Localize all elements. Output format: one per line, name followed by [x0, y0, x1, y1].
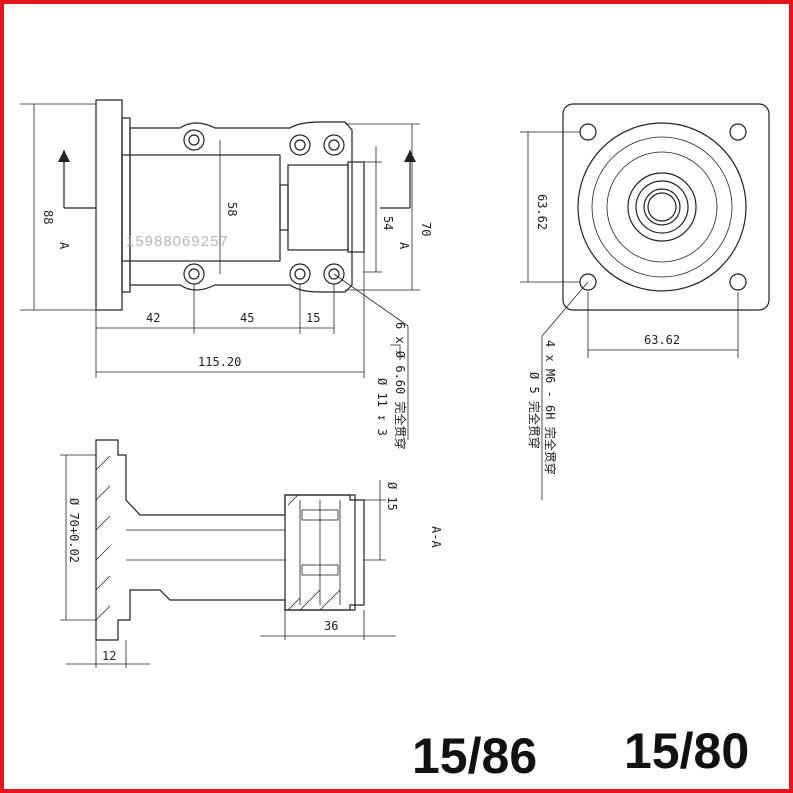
dim-36: 36 [324, 619, 338, 633]
dim-15: 15 [306, 311, 320, 325]
dim-45: 45 [240, 311, 254, 325]
dim-phi70: Ø 70+0.02 [67, 498, 81, 563]
model-label-right: 15/80 [624, 723, 750, 779]
note-holes-side-1: 6 x Ø 6.60 完全贯穿 [393, 322, 408, 449]
dim-63-62-vertical: 63.62 [535, 194, 549, 230]
note-holes-side-2: Ø 11 ↧ 3 [375, 378, 389, 436]
phone-watermark: 15988069257 [126, 233, 229, 250]
dim-70: 70 [419, 222, 433, 236]
dim-115: 115.20 [198, 355, 241, 369]
dim-12: 12 [102, 649, 116, 663]
dim-42: 42 [146, 311, 160, 325]
model-label-left: 15/86 [412, 728, 538, 784]
dim-63-62-horizontal: 63.62 [644, 333, 680, 347]
dim-phi15: Ø 15 [385, 482, 399, 511]
dim-54: 54 [381, 216, 395, 230]
section-view [60, 439, 396, 668]
section-label-aa: A-A [429, 526, 443, 548]
dim-88: 88 [41, 210, 55, 224]
front-view [520, 103, 770, 500]
section-label-a-left: A [57, 242, 71, 250]
section-label-a-right: A [397, 242, 411, 250]
note-holes-face-1: 4 x M6 - 6H 完全贯穿 [543, 340, 558, 475]
note-holes-face-2: Ø 5 完全贯穿 [527, 372, 542, 449]
dim-58: 58 [225, 202, 239, 216]
side-view [20, 99, 420, 440]
